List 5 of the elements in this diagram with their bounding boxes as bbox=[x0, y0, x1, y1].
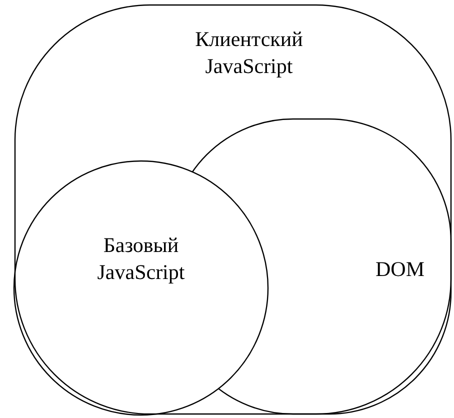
circle-region bbox=[13, 160, 269, 416]
region-label: Базовый JavaScript bbox=[96, 232, 186, 286]
outer-region bbox=[14, 4, 452, 415]
region-label: DOM bbox=[374, 256, 426, 283]
region-label: Клиентский JavaScript bbox=[194, 26, 304, 80]
